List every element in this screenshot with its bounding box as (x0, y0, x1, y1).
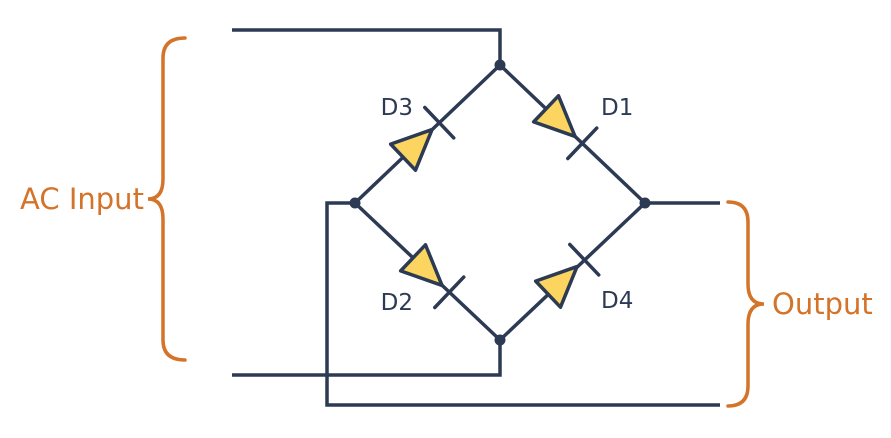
wire-output-negative (325, 201, 720, 407)
label-output: Output (772, 287, 873, 321)
diode-d4-triangle (533, 264, 579, 309)
ac-input-brace (147, 36, 187, 362)
diode-d2-triangle (398, 243, 444, 288)
diode-d2 (398, 243, 466, 310)
wire-ac-top (232, 28, 502, 65)
diode-d1 (531, 94, 599, 161)
label-d3: D3 (381, 95, 413, 121)
diode-d3-cathode-bar (423, 105, 456, 140)
diode-d3 (388, 105, 456, 172)
junction-dot-right (639, 197, 651, 209)
wire-ac-bottom (232, 340, 502, 377)
junction-dot-left (349, 197, 361, 209)
diode-d2-cathode-bar (433, 275, 466, 310)
label-d2: D2 (381, 290, 413, 316)
diode-d1-cathode-bar (566, 126, 599, 161)
diode-d3-triangle (388, 127, 434, 172)
label-ac-input: AC Input (20, 182, 144, 216)
diode-d4-cathode-bar (568, 242, 601, 277)
label-d4: D4 (601, 288, 633, 314)
junction-dot-top (494, 59, 506, 71)
diode-d1-triangle (531, 94, 577, 139)
junction-dot-bottom (494, 334, 506, 346)
diode-d4 (533, 242, 601, 309)
label-d1: D1 (601, 95, 633, 121)
output-brace (726, 200, 765, 408)
